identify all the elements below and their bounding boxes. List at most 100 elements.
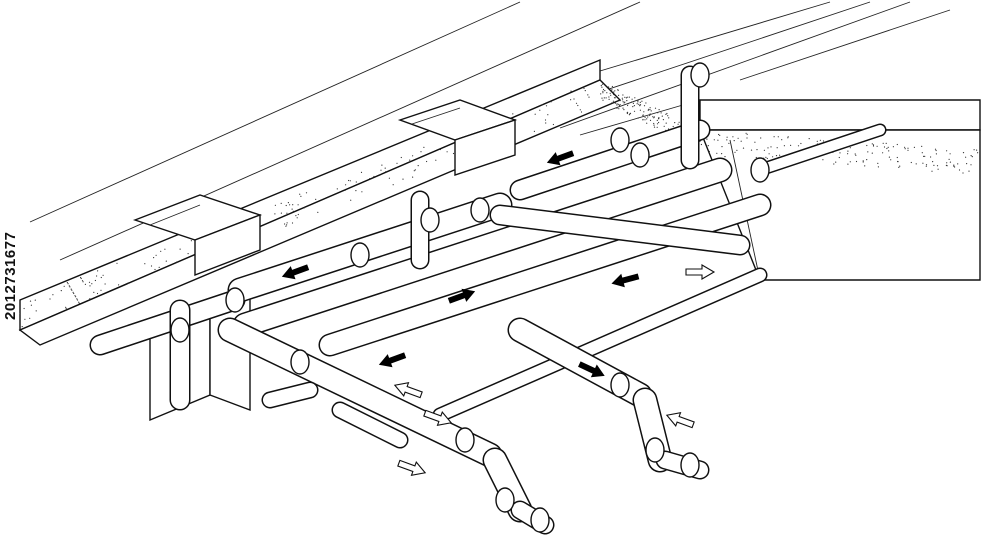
speckle bbox=[647, 116, 649, 118]
speckle bbox=[297, 204, 299, 206]
speckle bbox=[296, 217, 298, 219]
flow-arrow-outline bbox=[423, 409, 453, 426]
speckle bbox=[610, 90, 613, 92]
speckle bbox=[755, 156, 757, 159]
speckle bbox=[885, 142, 887, 144]
speckle bbox=[547, 114, 549, 116]
speckle bbox=[855, 160, 858, 163]
speckle bbox=[82, 281, 84, 283]
speckle bbox=[628, 114, 631, 116]
speckle bbox=[767, 147, 769, 149]
speckle bbox=[606, 92, 608, 94]
speckle bbox=[876, 145, 878, 147]
speckle bbox=[637, 117, 639, 119]
speckle bbox=[628, 96, 630, 98]
speckle bbox=[766, 157, 768, 160]
speckle bbox=[949, 153, 951, 155]
speckle bbox=[907, 147, 909, 149]
speckle bbox=[74, 295, 76, 297]
speckle bbox=[966, 163, 968, 165]
speckle bbox=[665, 122, 667, 124]
speckle bbox=[661, 115, 663, 117]
speckle bbox=[658, 121, 660, 124]
speckle bbox=[668, 117, 670, 119]
speckle bbox=[392, 184, 394, 186]
speckle bbox=[289, 204, 291, 206]
speckle bbox=[611, 102, 613, 104]
speckle bbox=[854, 153, 856, 155]
speckle bbox=[649, 107, 651, 109]
speckle bbox=[345, 184, 347, 186]
pipe-coupling bbox=[645, 437, 665, 463]
speckle bbox=[871, 143, 873, 145]
speckle bbox=[862, 161, 864, 163]
speckle bbox=[740, 140, 742, 142]
speckle bbox=[732, 136, 734, 138]
speckle bbox=[965, 156, 967, 158]
speckle bbox=[886, 147, 888, 150]
speckle bbox=[355, 190, 357, 192]
speckle bbox=[643, 111, 645, 113]
speckle bbox=[932, 161, 934, 163]
speckle bbox=[652, 116, 654, 118]
speckle bbox=[84, 283, 86, 285]
speckle bbox=[890, 159, 892, 161]
speckle bbox=[570, 99, 572, 101]
speckle bbox=[439, 148, 441, 151]
speckle bbox=[274, 204, 276, 206]
speckle bbox=[866, 144, 868, 147]
speckle bbox=[882, 142, 884, 144]
speckle bbox=[402, 178, 404, 180]
right-outlet-pipe bbox=[753, 123, 887, 177]
speckle bbox=[617, 89, 619, 91]
speckle bbox=[179, 248, 181, 250]
speckle bbox=[973, 149, 975, 151]
speckle bbox=[953, 164, 955, 166]
speckle bbox=[291, 208, 293, 210]
speckle bbox=[100, 276, 102, 279]
speckle bbox=[286, 222, 288, 224]
speckle bbox=[573, 98, 575, 100]
speckle bbox=[781, 139, 783, 141]
speckle bbox=[550, 101, 552, 103]
speckle bbox=[639, 101, 641, 103]
speckle bbox=[896, 143, 898, 146]
speckle bbox=[647, 108, 650, 110]
pipe-coupling bbox=[530, 507, 550, 533]
speckle bbox=[656, 126, 658, 128]
speckle bbox=[29, 300, 32, 302]
speckle bbox=[622, 94, 624, 96]
speckle bbox=[888, 150, 890, 152]
speckle bbox=[937, 168, 939, 170]
speckle bbox=[835, 161, 837, 163]
speckle bbox=[962, 172, 964, 174]
speckle bbox=[718, 133, 720, 136]
speckle bbox=[89, 285, 91, 287]
speckle bbox=[898, 166, 900, 168]
speckle bbox=[552, 123, 555, 126]
speckle bbox=[948, 158, 950, 160]
speckle bbox=[176, 261, 178, 263]
speckle bbox=[636, 103, 638, 105]
speckle bbox=[678, 121, 680, 123]
speckle bbox=[925, 165, 927, 167]
speckle bbox=[649, 114, 651, 117]
speckle bbox=[666, 112, 668, 115]
pipe-coupling bbox=[630, 142, 650, 168]
speckle bbox=[570, 90, 572, 92]
speckle bbox=[361, 191, 363, 193]
speckle bbox=[336, 188, 338, 190]
inlet-box-left bbox=[132, 194, 263, 277]
speckle bbox=[118, 284, 120, 286]
speckle bbox=[545, 105, 548, 107]
speckle bbox=[838, 156, 840, 159]
speckle bbox=[787, 136, 789, 138]
flow-arrow-outline bbox=[685, 264, 716, 280]
speckle bbox=[883, 146, 886, 148]
inlet-box-middle bbox=[397, 99, 518, 176]
speckle bbox=[295, 215, 297, 217]
speckle bbox=[380, 169, 382, 171]
speckle bbox=[707, 145, 709, 147]
speckle bbox=[925, 164, 928, 166]
speckle bbox=[773, 136, 775, 138]
